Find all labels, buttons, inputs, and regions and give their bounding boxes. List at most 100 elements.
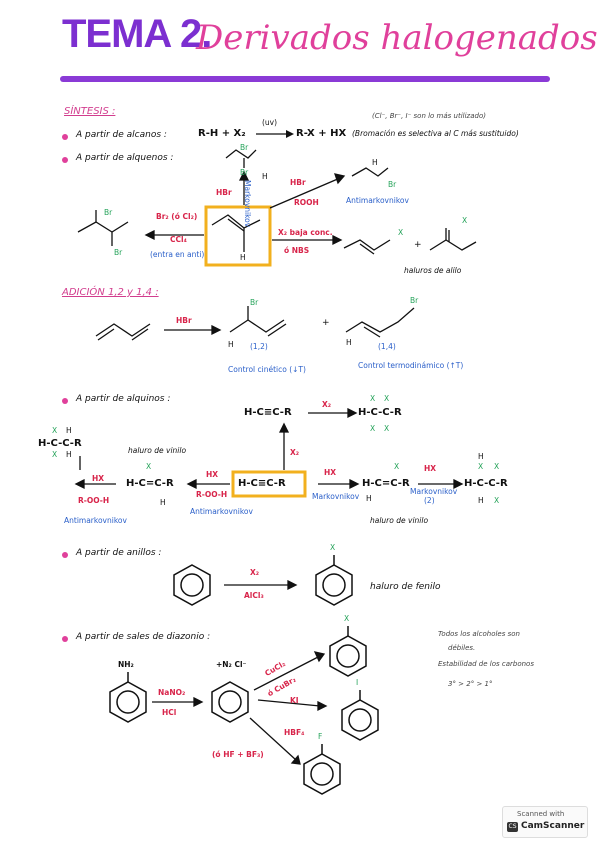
h-label: H [66,450,72,459]
alkyne-x2-down: X₂ [290,448,300,457]
haluros-alilo: haluros de alilo [404,266,462,275]
title-underline [60,76,550,82]
h-label: H [66,426,72,435]
alkyne-top-product: H-C-C-R [358,407,402,418]
anti-label: (entra en anti) [150,250,205,259]
i-label: I [356,678,359,687]
x-label: X [398,228,404,237]
x-label: X [330,543,336,552]
h-label: H [372,158,378,167]
far-left-hx: HX [92,474,105,483]
alkyne-far-left: H-C-C-R [38,438,82,449]
anillos-cat: AlCl₃ [244,591,264,600]
bullet-icon [62,157,68,163]
hbr-right: HBr [290,178,306,187]
ki-reagent: KI [290,696,299,705]
br-label: Br [388,180,397,189]
adicion-heading: ADICIÓN 1,2 y 1,4 : [62,287,159,298]
br-label: Br [250,298,259,307]
vinyl-left-label: haluro de vinilo [128,446,187,455]
markov-vertical: Markovnikov [243,180,252,228]
x2-low: X₂ baja conc. [278,228,333,237]
x-label: X [146,462,152,471]
h-label: H [240,253,246,262]
x-label: X [494,462,500,471]
alkyne-left-mid: H-C=C-R [126,478,174,489]
h-label: H [478,452,484,461]
alkyne-highlight-box [231,470,307,498]
alcanos-product: R-X + HX [296,128,347,139]
anillos-label: A partir de anillos : [76,548,162,558]
br-label: Br [114,248,123,257]
nano2-reagent: NaNO₂ [158,688,186,697]
right-markov: Markovnikov [312,492,360,501]
rooh: ROOH [294,198,319,207]
h-label: H [366,494,372,503]
right-markov2: Markovnikov [410,487,458,496]
far-left-cond: R-OO-H [78,496,110,505]
diazonio-label: A partir de sales de diazonio : [76,632,211,642]
alkyne-top-reactant: H-C≡C-R [244,407,292,418]
x-label: X [462,216,468,225]
bullet-icon [62,134,68,140]
right-hx: HX [324,468,337,477]
x-label: X [370,394,376,403]
bullet-icon [62,636,68,642]
h-label: H [228,340,234,349]
x-label: X [370,424,376,433]
x-label: X [394,462,400,471]
alquinos-label: A partir de alquinos : [76,394,171,404]
plus-sign: + [414,240,422,250]
hbf4-reagent: HBF₄ [284,728,305,737]
br-label: Br [240,168,249,177]
x-label: X [384,394,390,403]
alcanos-reactant: R-H + X₂ [198,128,246,139]
hcl-reagent: HCl [162,708,177,717]
alkyne-top-reagent: X₂ [322,400,332,409]
alquenos-label: A partir de alquenos : [76,153,174,163]
thermo-label: Control termodinámico (↑T) [358,361,464,370]
h-label: H [346,338,352,347]
sintesis-heading: SÍNTESIS : [64,106,116,117]
anillos-reagent: X₂ [250,568,260,577]
plus-sign: + [322,318,330,328]
diazo-label: +N₂ Cl⁻ [216,660,247,669]
scanner-line2: CamScanner [521,821,585,831]
diene-skeletons [95,306,415,341]
x-label: X [344,614,350,623]
br-label: Br [410,296,419,305]
diene-arrow [164,324,222,336]
br2-reagent: Br₂ (ó Cl₂) [156,212,198,221]
title-part2: Derivados halogenados [196,18,598,58]
benzene-rings [109,555,379,795]
h-label: H [160,498,166,507]
x-label: X [52,450,58,459]
anillos-product: haluro de fenilo [370,582,441,592]
p14-label: (1,4) [378,342,396,351]
scanner-line1: Scanned with [517,810,565,818]
alkene-products [77,149,477,255]
antimark-far-left: Antimarkovnikov [64,516,127,525]
x-label: X [52,426,58,435]
alcanos-label: A partir de alcanos : [76,130,167,140]
f-label: F [318,732,323,741]
ring-arrows [152,579,328,765]
alcanos-comment: (Bromación es selectiva al C más sustitu… [352,129,519,138]
alkyne-right-product: H-C-C-R [464,478,508,489]
antimark-label: Antimarkovnikov [346,196,409,205]
alkene-arrows [144,170,346,246]
side-note-2: débiles. [448,644,476,652]
halogen-note: (Cl⁻, Br⁻, I⁻ son lo más utilizado) [372,112,486,120]
nbs: ó NBS [284,246,310,255]
hf-reagent: (ó HF + BF₃) [212,750,264,759]
alkene-center-skeleton [211,214,261,252]
right-markov2-n: (2) [424,496,435,505]
alkyne-arrows [74,407,464,490]
left-cond: R-OO-H [196,490,228,499]
hbr-left: HBr [216,188,232,197]
x-label: X [478,462,484,471]
side-note-3: Estabilidad de los carbonos [438,660,534,668]
h-label: H [262,172,268,181]
